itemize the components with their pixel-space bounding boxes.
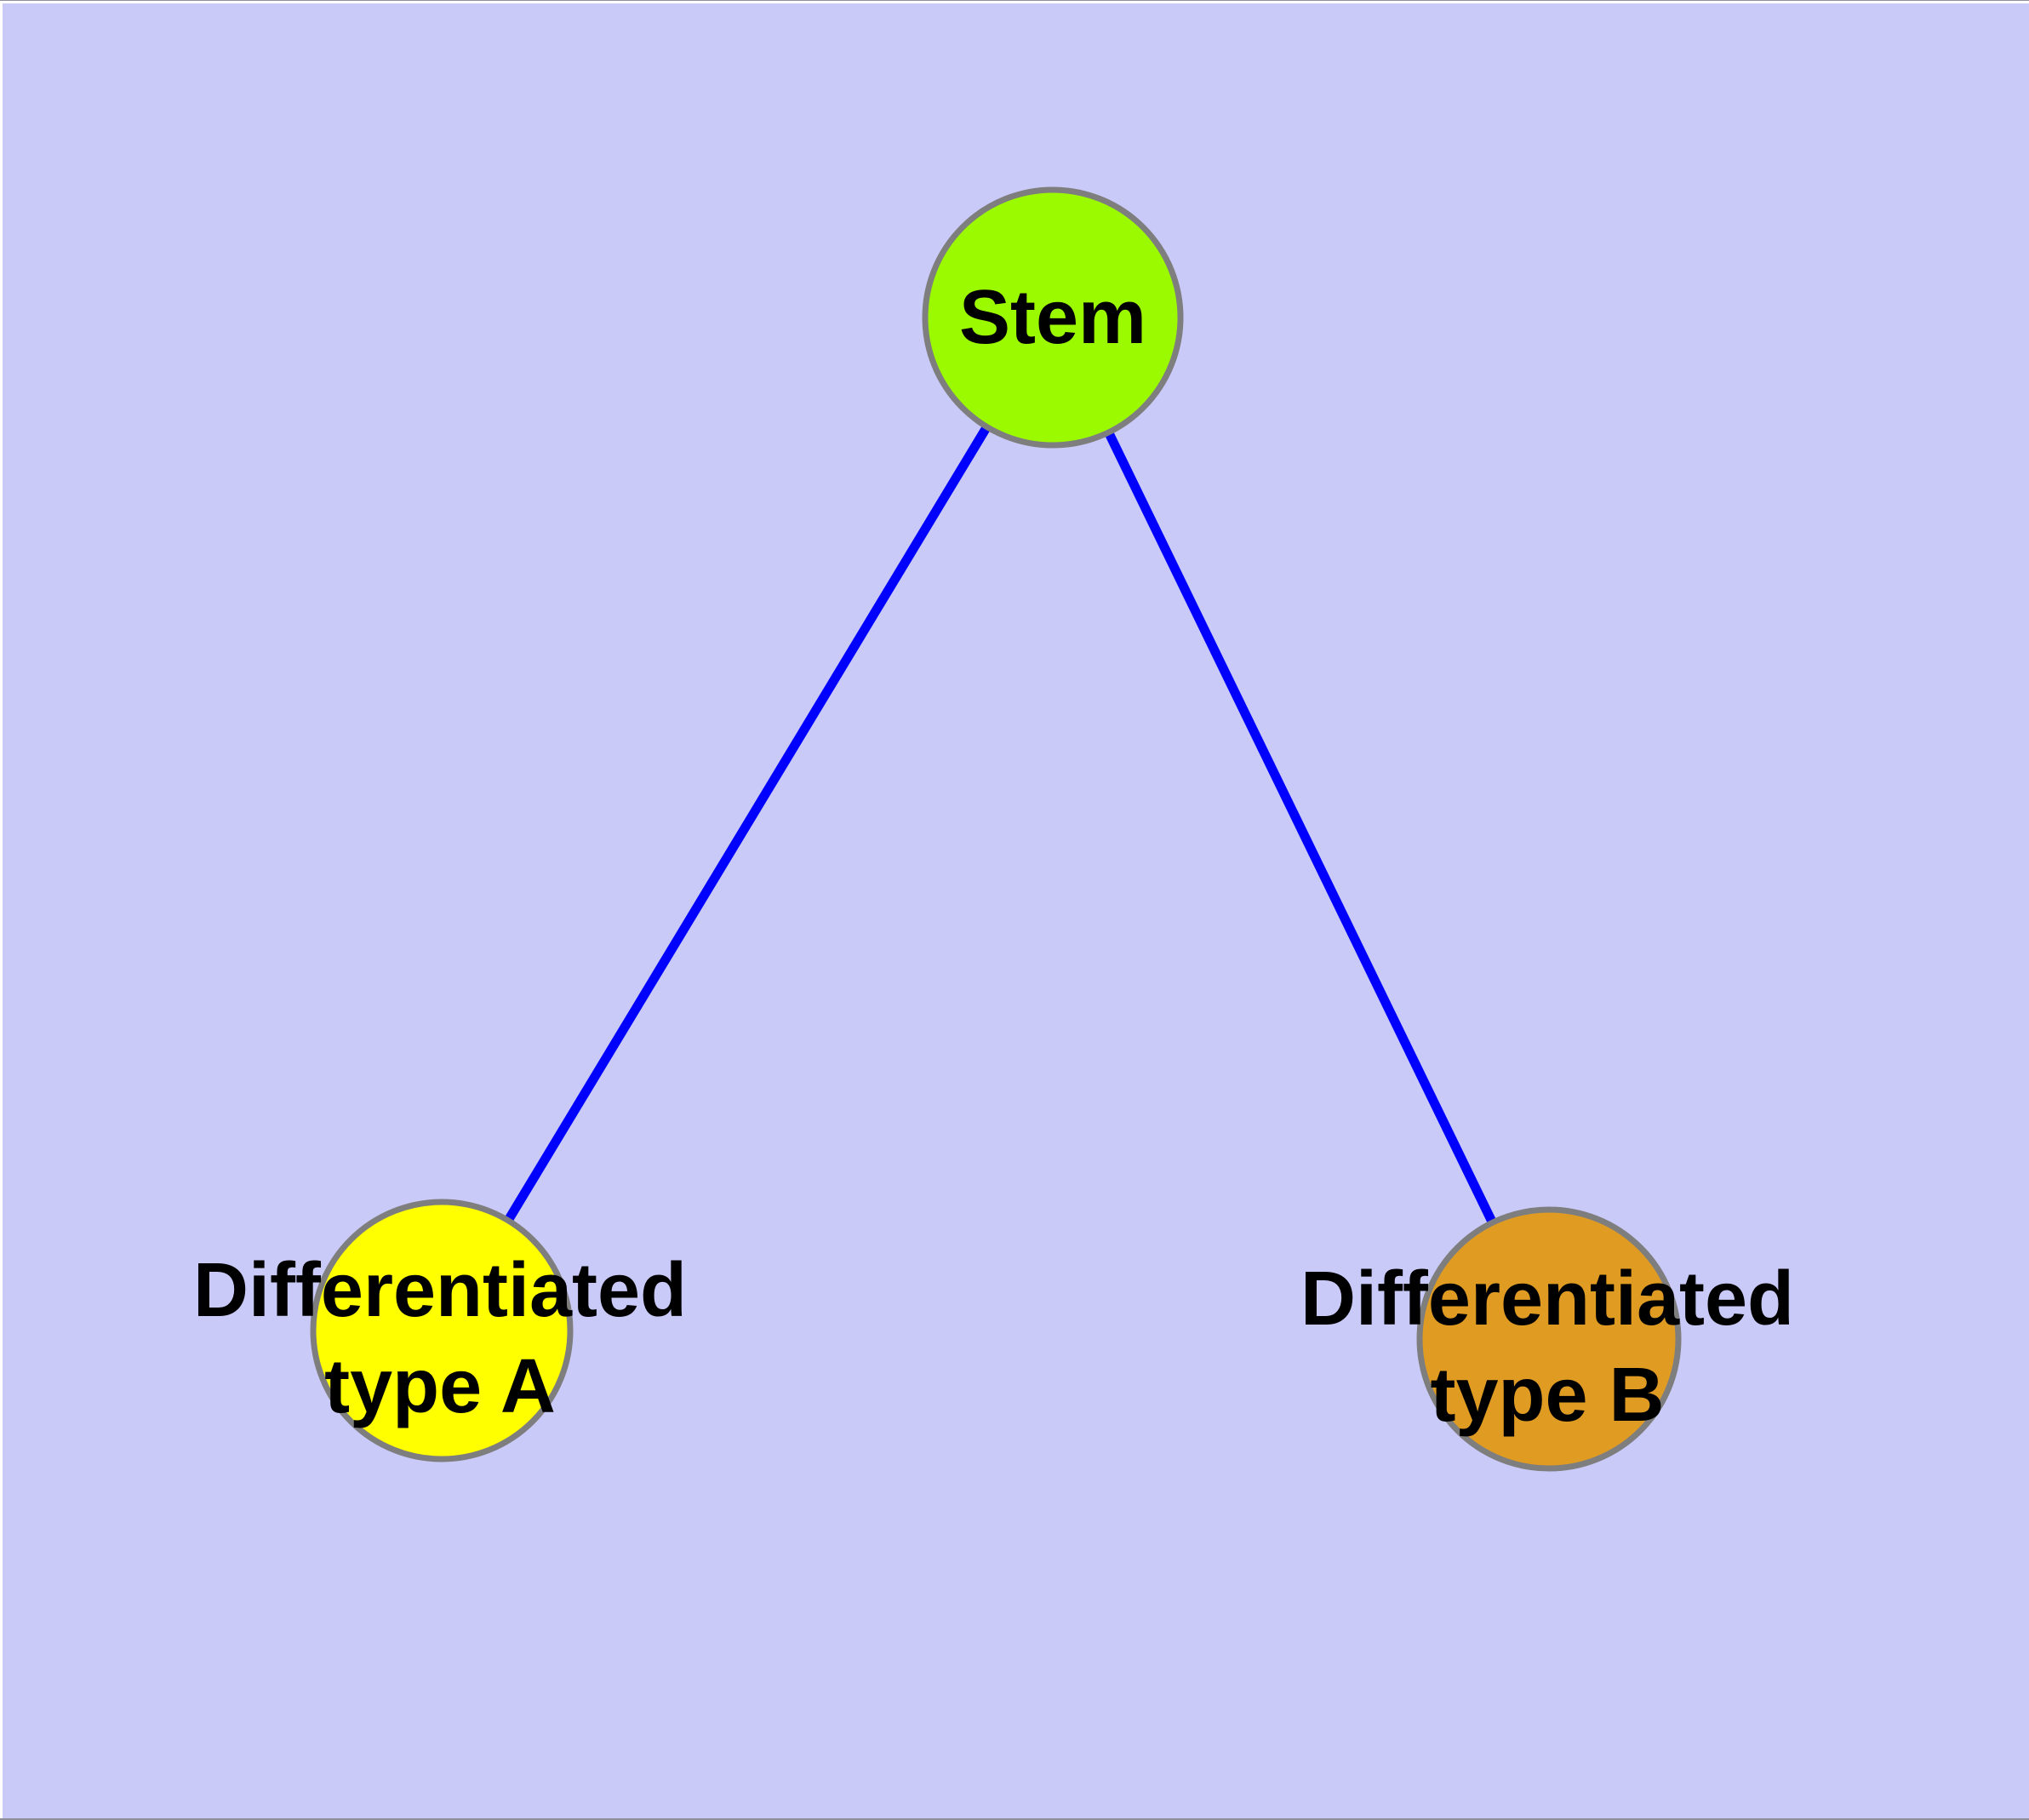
node-stem: Stem (922, 186, 1184, 449)
window-border-left (0, 1, 3, 1820)
window-edge-bottom-line (0, 1818, 2029, 1820)
node-type-a-label-line2: type A (324, 1344, 556, 1429)
node-type-a: Differentiated type A (193, 1199, 687, 1462)
node-type-b-label-line2: type B (1430, 1353, 1664, 1438)
edges (437, 315, 1553, 1342)
node-stem-label: Stem (959, 275, 1146, 360)
node-type-a-label-line1: Differentiated (193, 1248, 687, 1333)
window-edge-top-line (0, 0, 2029, 1)
node-type-a-circle (310, 1199, 574, 1462)
node-type-b-circle (1416, 1206, 1682, 1472)
node-type-b: Differentiated type B (1300, 1206, 1794, 1472)
edge-stem-to-type-b (1049, 315, 1553, 1342)
node-stem-circle (922, 186, 1184, 449)
window-border-top (0, 1, 2029, 3)
edge-stem-to-type-a (437, 315, 1057, 1333)
node-type-b-label-line1: Differentiated (1300, 1256, 1794, 1342)
